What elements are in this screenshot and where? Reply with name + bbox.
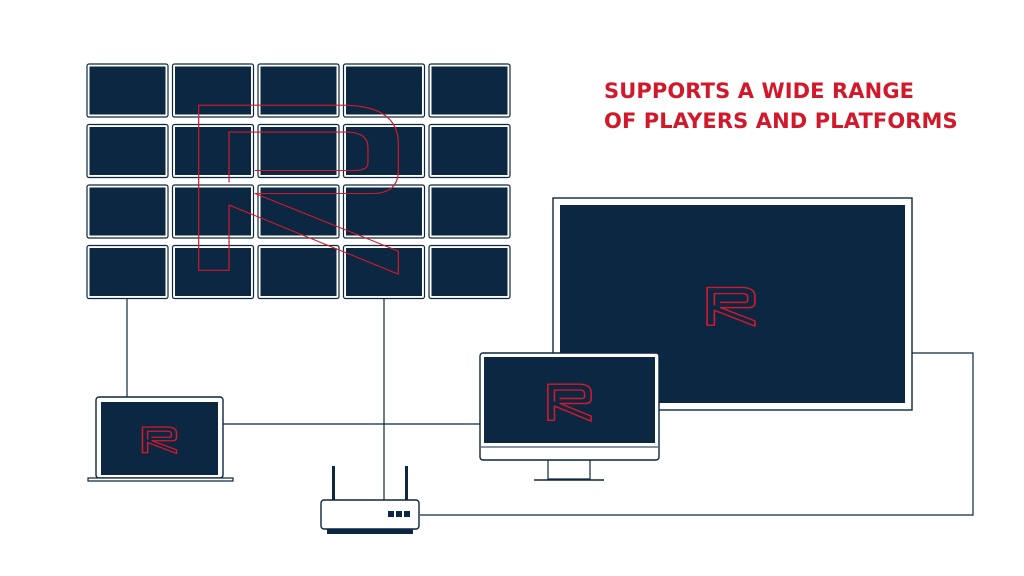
video-wall-tile-screen — [175, 248, 251, 296]
video-wall-tile-screen — [89, 187, 166, 236]
router-light — [388, 511, 394, 517]
video-wall-tile-screen — [431, 187, 508, 236]
router-icon — [320, 466, 420, 534]
video-wall-tile-screen — [89, 127, 166, 175]
video-wall — [86, 63, 511, 300]
desktop-screen — [484, 357, 655, 443]
video-wall-tile-screen — [260, 127, 337, 175]
video-wall-tile-screen — [346, 127, 422, 175]
video-wall-tile-screen — [346, 248, 422, 296]
desktop-monitor-icon — [479, 352, 660, 481]
laptop-icon — [87, 396, 234, 482]
video-wall-tile-screen — [346, 66, 422, 115]
headline-line-1: SUPPORTS A WIDE RANGE — [604, 79, 915, 103]
laptop-screen — [101, 402, 218, 475]
video-wall-tile-screen — [431, 127, 508, 175]
video-wall-tile-screen — [260, 248, 337, 296]
cable-tv-to-router — [420, 352, 974, 516]
video-wall-tile-screen — [346, 187, 422, 236]
video-wall-tile-screen — [89, 248, 166, 296]
headline: SUPPORTS A WIDE RANGE OF PLAYERS AND PLA… — [604, 76, 1004, 136]
video-wall-tile-screen — [175, 127, 251, 175]
video-wall-tile-screen — [89, 66, 166, 115]
router-light — [396, 511, 402, 517]
network-cables — [126, 297, 974, 516]
video-wall-tiles — [86, 63, 511, 300]
video-wall-tile-screen — [175, 66, 251, 115]
router-light — [404, 511, 410, 517]
video-wall-tile-screen — [431, 66, 508, 115]
video-wall-tile-screen — [175, 187, 251, 236]
headline-line-2: OF PLAYERS AND PLATFORMS — [604, 109, 958, 133]
video-wall-tile-screen — [260, 66, 337, 115]
video-wall-tile-screen — [431, 248, 508, 296]
